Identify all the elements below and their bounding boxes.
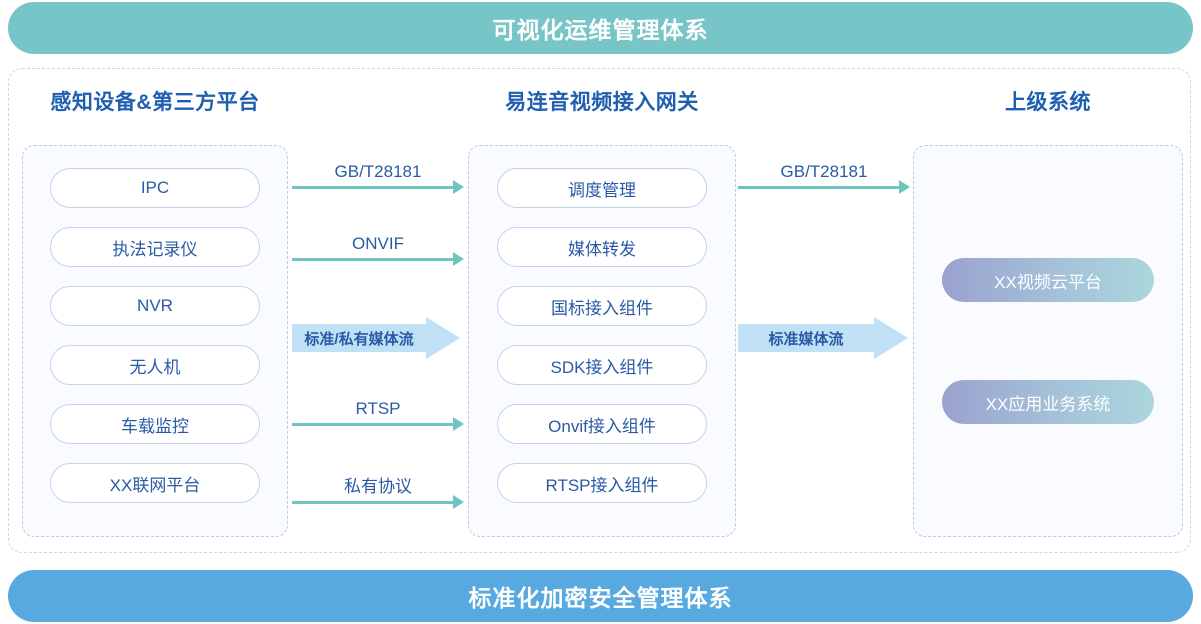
arrow-head-icon (453, 180, 464, 194)
list-item[interactable]: RTSP接入组件 (497, 463, 707, 503)
arrow-label: GB/T28181 (334, 162, 422, 181)
top-banner-label: 可视化运维管理体系 (492, 17, 709, 43)
list-item[interactable]: NVR (50, 286, 260, 326)
arrow-line (292, 501, 455, 504)
list-item[interactable]: XX应用业务系统 (942, 380, 1154, 424)
diagram-outer-frame (8, 68, 1191, 553)
arrow-private-protocol-left: 私有协议 (292, 477, 464, 516)
list-item[interactable]: XX视频云平台 (942, 258, 1154, 302)
pill-list-upper-systems: XX视频云平台 XX应用业务系统 (914, 146, 1182, 536)
arrow-line (292, 258, 455, 261)
arrow-line (738, 186, 901, 189)
arrow-line (292, 423, 455, 426)
arrow-body (738, 324, 874, 352)
arrow-head-icon (453, 495, 464, 509)
arrow-head-icon (426, 317, 460, 359)
arrow-head-icon (453, 417, 464, 431)
arrow-rtsp-left: RTSP (292, 399, 464, 438)
list-item[interactable]: Onvif接入组件 (497, 404, 707, 444)
list-item[interactable]: 执法记录仪 (50, 227, 260, 267)
arrow-onvif-left: ONVIF (292, 234, 464, 273)
group-box-upper-systems: XX视频云平台 XX应用业务系统 (913, 145, 1183, 537)
column-heading-sensing: 感知设备&第三方平台 (50, 91, 260, 114)
list-item[interactable]: 车载监控 (50, 404, 260, 444)
list-item[interactable]: IPC (50, 168, 260, 208)
arrow-body (292, 324, 426, 352)
arrow-label: ONVIF (352, 234, 404, 253)
bottom-banner: 标准化加密安全管理体系 (8, 570, 1193, 622)
arrow-label: 标准/私有媒体流 (304, 330, 414, 348)
arrow-label: 标准媒体流 (768, 330, 844, 348)
list-item[interactable]: SDK接入组件 (497, 345, 707, 385)
arrow-head-icon (874, 317, 908, 359)
arrow-label: RTSP (355, 399, 401, 418)
arrow-label: 私有协议 (344, 477, 412, 496)
top-banner: 可视化运维管理体系 (8, 2, 1193, 54)
list-item[interactable]: 媒体转发 (497, 227, 707, 267)
arrow-head-icon (453, 252, 464, 266)
arrow-gbt28181-right: GB/T28181 (738, 162, 910, 201)
list-item[interactable]: 调度管理 (497, 168, 707, 208)
arrow-line (292, 186, 455, 189)
arrow-head-icon (899, 180, 910, 194)
column-heading-upper-systems: 上级系统 (1005, 91, 1091, 114)
pill-list-sensing: IPC 执法记录仪 NVR 无人机 车载监控 XX联网平台 (23, 146, 287, 503)
list-item[interactable]: 国标接入组件 (497, 286, 707, 326)
pill-list-gateway: 调度管理 媒体转发 国标接入组件 SDK接入组件 Onvif接入组件 RTSP接… (469, 146, 735, 503)
arrow-standard-private-media-stream: 标准/私有媒体流 (292, 317, 460, 359)
arrow-label: GB/T28181 (780, 162, 868, 181)
list-item[interactable]: XX联网平台 (50, 463, 260, 503)
arrow-standard-media-stream: 标准媒体流 (738, 317, 908, 359)
group-box-gateway: 调度管理 媒体转发 国标接入组件 SDK接入组件 Onvif接入组件 RTSP接… (468, 145, 736, 537)
arrow-gbt28181-left: GB/T28181 (292, 162, 464, 201)
group-box-sensing: IPC 执法记录仪 NVR 无人机 车载监控 XX联网平台 (22, 145, 288, 537)
bottom-banner-label: 标准化加密安全管理体系 (468, 585, 733, 611)
column-heading-gateway: 易连音视频接入网关 (505, 91, 699, 114)
list-item[interactable]: 无人机 (50, 345, 260, 385)
